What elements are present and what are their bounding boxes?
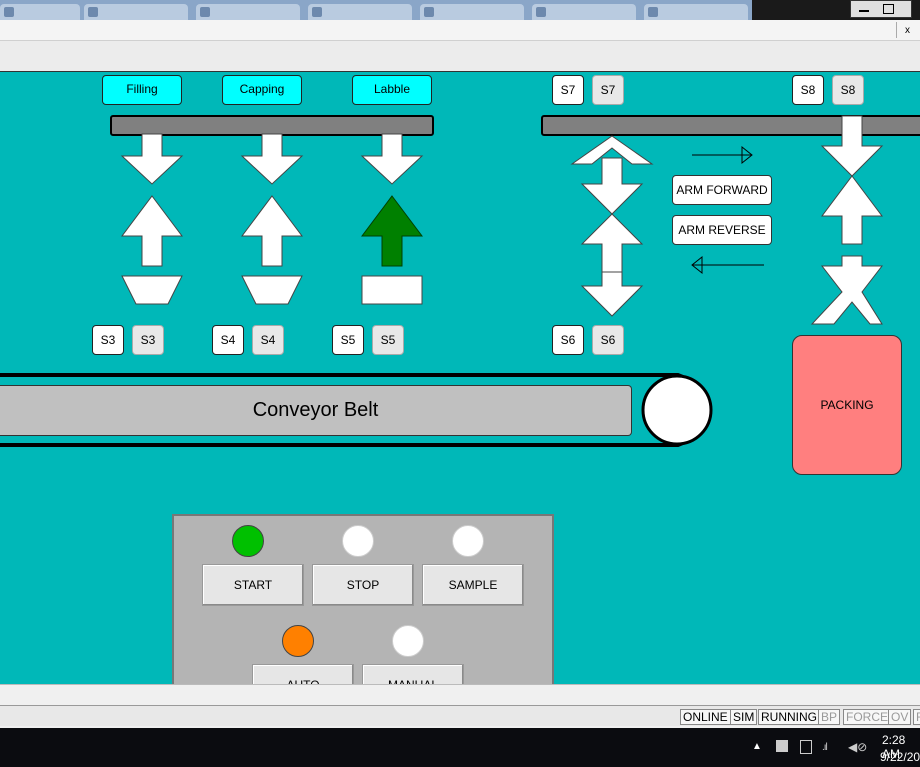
tab-1[interactable] (0, 4, 80, 20)
filling-up-arrow (121, 195, 183, 267)
station-graphics (0, 115, 884, 447)
tab-icon (4, 7, 14, 17)
arm-double-arrow-upper (580, 157, 644, 273)
tab-icon (648, 7, 658, 17)
tab-7[interactable] (644, 4, 748, 20)
s4-indicator: S4 (212, 325, 244, 355)
filling-funnel (121, 275, 183, 305)
status-online: ONLINE (680, 709, 731, 725)
arm-reverse-arrow-icon (691, 255, 764, 275)
s5-indicator: S5 (332, 325, 364, 355)
status-ov: OV (888, 709, 912, 725)
minimize-icon[interactable] (859, 10, 869, 12)
stop-lamp (342, 525, 374, 557)
filling-label: Filling (102, 75, 182, 105)
s3-indicator: S3 (92, 325, 124, 355)
packing-box: PACKING (792, 335, 902, 475)
s8-up-arrow (821, 175, 883, 245)
labble-block (361, 275, 423, 305)
start-lamp (232, 525, 264, 557)
s8-gripper (810, 255, 884, 325)
tab-5[interactable] (420, 4, 524, 20)
s8-button[interactable]: S8 (832, 75, 864, 105)
status-bp: BP (818, 709, 841, 725)
s7-indicator: S7 (552, 75, 584, 105)
auto-lamp (282, 625, 314, 657)
arm-double-arrow-lower (580, 271, 644, 317)
control-panel: START STOP SAMPLE AUTO MANUAL (172, 514, 554, 684)
s6-indicator: S6 (552, 325, 584, 355)
s8-down-arrow (820, 115, 884, 177)
arm-reverse-button[interactable]: ARM REVERSE (672, 215, 772, 245)
manual-button[interactable]: MANUAL (362, 664, 464, 684)
arm-forward-arrow-icon (692, 145, 753, 165)
tab-2[interactable] (84, 4, 188, 20)
network-icon[interactable]: .ıl (822, 742, 828, 753)
toolbar-strip: x (0, 20, 920, 41)
tab-6[interactable] (532, 4, 636, 20)
browser-tab-strip (0, 0, 920, 20)
stop-button[interactable]: STOP (312, 564, 414, 606)
clock-date[interactable]: 9/22/20 (880, 750, 920, 764)
s6-button[interactable]: S6 (592, 325, 624, 355)
toolbar-area (0, 41, 920, 72)
conveyor-belt-track (0, 373, 713, 447)
auto-button[interactable]: AUTO (252, 664, 354, 684)
arm-forward-button[interactable]: ARM FORWARD (672, 175, 772, 205)
tab-icon (200, 7, 210, 17)
taskbar: ▲ .ıl ◀⊘ 2:28 AM 9/22/20 (0, 728, 920, 767)
action-center-icon[interactable] (776, 740, 788, 752)
tab-icon (88, 7, 98, 17)
s7-button[interactable]: S7 (592, 75, 624, 105)
s3-button[interactable]: S3 (132, 325, 164, 355)
capping-funnel (241, 275, 303, 305)
conveyor-belt: Conveyor Belt (0, 385, 632, 436)
volume-muted-icon[interactable]: ◀⊘ (848, 740, 868, 754)
tab-icon (312, 7, 322, 17)
hmi-canvas: Filling Capping Labble S7 S7 S8 S8 (0, 72, 920, 684)
status-area: ONLINE SIM RUNNING BP FORCE OV R (0, 684, 920, 729)
tab-3[interactable] (196, 4, 300, 20)
arm-rail (541, 115, 920, 136)
status-running: RUNNING (758, 709, 820, 725)
clock-time[interactable]: 2:28 AM (882, 733, 906, 761)
capping-up-arrow (241, 195, 303, 267)
capping-down-arrow (240, 133, 304, 185)
arm-gripper-top (570, 135, 654, 165)
status-r: R (913, 709, 920, 725)
s5-button[interactable]: S5 (372, 325, 404, 355)
sample-button[interactable]: SAMPLE (422, 564, 524, 606)
status-sim: SIM (730, 709, 758, 725)
start-button[interactable]: START (202, 564, 304, 606)
tab-icon (536, 7, 546, 17)
close-icon[interactable]: x (896, 22, 917, 38)
battery-icon[interactable] (800, 740, 812, 754)
sample-lamp (452, 525, 484, 557)
manual-lamp (392, 625, 424, 657)
window-controls[interactable] (850, 0, 912, 18)
labble-up-arrow (361, 195, 423, 267)
tray-expand-icon[interactable]: ▲ (752, 741, 762, 752)
status-bar: ONLINE SIM RUNNING BP FORCE OV R (0, 705, 920, 726)
tab-icon (424, 7, 434, 17)
s8-indicator: S8 (792, 75, 824, 105)
labble-down-arrow (360, 133, 424, 185)
filling-down-arrow (120, 133, 184, 185)
status-force: FORCE (843, 709, 891, 725)
restore-icon[interactable] (883, 4, 894, 14)
tab-4[interactable] (308, 4, 412, 20)
labble-label: Labble (352, 75, 432, 105)
capping-label: Capping (222, 75, 302, 105)
s4-button[interactable]: S4 (252, 325, 284, 355)
